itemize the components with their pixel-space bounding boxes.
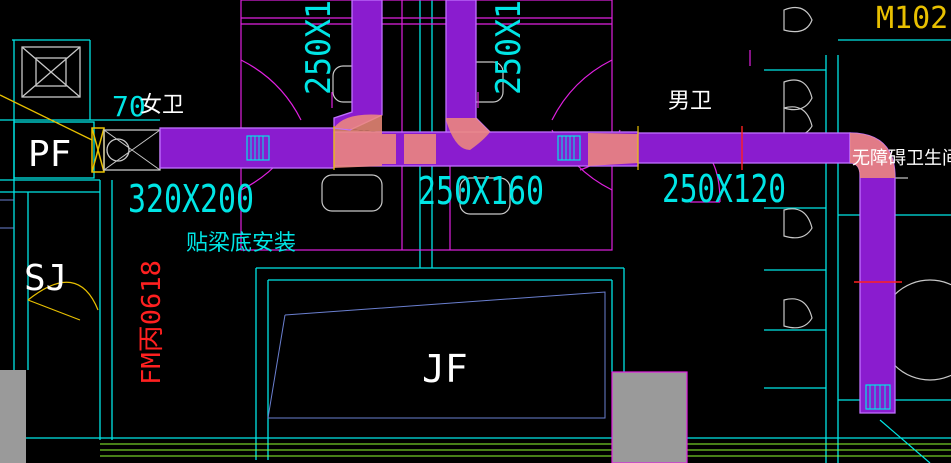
- install-note-label: 贴梁底安装: [186, 231, 296, 256]
- detail-lines: [0, 199, 606, 419]
- main-duct: [159, 0, 902, 414]
- room-jf-label: JF: [422, 347, 468, 391]
- door-swing-arc: [27, 281, 99, 311]
- womens-room-label: 女卫: [140, 93, 184, 118]
- floor-band: [100, 443, 951, 457]
- exhaust-grille-icon: [21, 46, 81, 98]
- fan-code-label: PF: [28, 134, 71, 175]
- column-outline: [611, 371, 688, 463]
- riser-1-size-label: 250X1: [299, 0, 339, 95]
- riser-2-size-label: 250X1: [489, 0, 529, 95]
- shaft-code-label: SJ: [24, 258, 67, 299]
- door-swing-line: [27, 299, 81, 321]
- right-duct-size-label: 250X120: [662, 167, 786, 211]
- main-duct-size-label: 320X200: [128, 177, 254, 221]
- leader-line: [0, 94, 93, 141]
- fan-size-label: 70: [112, 90, 146, 123]
- accessible-room-label: 无障碍卫生间: [852, 148, 951, 169]
- mid-duct-size-label: 250X160: [418, 169, 544, 213]
- door-code-label: M102: [876, 1, 948, 36]
- fire-door-label: FM丙0618: [137, 260, 167, 385]
- structural-columns: [0, 370, 687, 463]
- wall-diagonal: [879, 419, 931, 463]
- mens-room-label: 男卫: [668, 89, 712, 114]
